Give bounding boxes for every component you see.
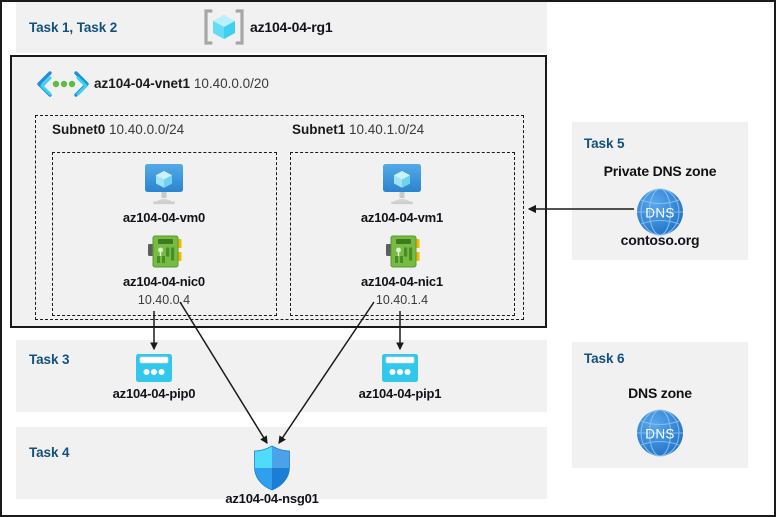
subnet0-label: Subnet0 — [52, 122, 106, 137]
vnet-name: az104-04-vnet1 — [94, 76, 191, 91]
task-label-5: Task 5 — [584, 136, 625, 151]
nic0-ip: 10.40.0.4 — [137, 293, 191, 307]
dns-zone-icon: DNS — [634, 407, 686, 459]
private-dns-name: contoso.org — [620, 232, 700, 248]
task-label-6: Task 6 — [584, 351, 625, 366]
subnet1-cidr: 10.40.1.0/24 — [349, 122, 425, 137]
network-security-group-icon — [252, 445, 292, 491]
nsg-name: az104-04-nsg01 — [225, 491, 319, 506]
public-dns-title: DNS zone — [628, 385, 692, 401]
virtual-machine-icon — [140, 162, 188, 206]
resource-group-icon — [202, 8, 246, 46]
subnet1-label: Subnet1 — [292, 122, 346, 137]
subnet1-box — [290, 152, 515, 316]
subnet1-header: Subnet1 10.40.1.0/24 — [292, 122, 424, 137]
virtual-machine-icon — [378, 162, 426, 206]
public-ip-band — [16, 340, 547, 412]
nic1-ip: 10.40.1.4 — [375, 293, 429, 307]
subnet0-cidr: 10.40.0.0/24 — [109, 122, 185, 137]
virtual-network-icon — [36, 70, 90, 98]
resource-group-name: az104-04-rg1 — [250, 19, 333, 35]
vnet-cidr: 10.40.0.0/20 — [193, 76, 269, 91]
task-label-4: Task 4 — [29, 445, 70, 460]
dns-zone-icon: DNS — [634, 186, 686, 238]
task-label-1-2: Task 1, Task 2 — [29, 20, 118, 35]
pip0-name: az104-04-pip0 — [112, 386, 196, 401]
vnet-header: az104-04-vnet1 10.40.0.0/20 — [94, 76, 269, 91]
subnet0-header: Subnet0 10.40.0.0/24 — [52, 122, 184, 137]
dns-icon-label: DNS — [645, 427, 674, 442]
vnet-container — [10, 55, 547, 328]
dns-icon-label: DNS — [645, 206, 674, 221]
public-ip-address-icon — [381, 353, 419, 383]
subnet0-box — [52, 152, 277, 316]
network-interface-icon — [146, 234, 184, 270]
public-ip-address-icon — [135, 353, 173, 383]
task-label-3: Task 3 — [29, 352, 70, 367]
nic0-name: az104-04-nic0 — [123, 274, 205, 289]
vm0-name: az104-04-vm0 — [122, 210, 206, 225]
nic1-name: az104-04-nic1 — [361, 274, 443, 289]
vm1-name: az104-04-vm1 — [360, 210, 444, 225]
pip1-name: az104-04-pip1 — [358, 386, 442, 401]
network-interface-icon — [384, 234, 422, 270]
resource-group-band — [16, 2, 547, 53]
private-dns-title: Private DNS zone — [603, 163, 717, 179]
